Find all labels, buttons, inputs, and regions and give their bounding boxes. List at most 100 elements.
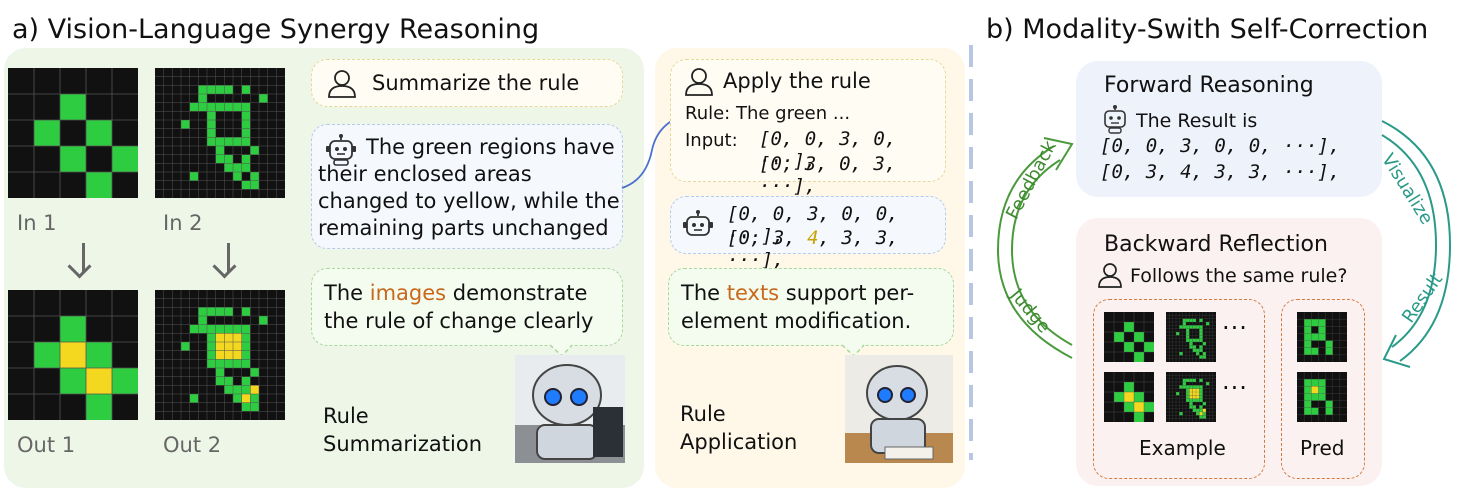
grid-cell [1311,407,1319,415]
output-line-2: [0, 3, 4, 3, 3, ···], [727,227,899,271]
rule-summarization-line-1: Rule [323,404,369,428]
grid-cell [1199,332,1203,336]
summarize-prompt-text: Summarize the rule [372,71,580,95]
grid-cell [224,385,233,394]
grid-cell [241,137,251,146]
grid-cell [1192,325,1196,329]
grid-cell [224,376,233,386]
grid-cell [1189,342,1193,346]
grid-cell [1199,388,1203,392]
grid-cell [215,350,225,360]
images-note-line-2: the rule of change clearly [324,309,594,333]
grid-cell [1186,385,1190,389]
grid-cell [233,324,242,334]
grid-cell [215,307,225,316]
grid-cell [1189,378,1193,382]
grid-cell [1311,333,1319,341]
robot-output-bubble: [0, 0, 3, 0, 0, ···], [0, 3, 4, 3, 3, ··… [670,196,946,271]
grid-cell [250,172,259,181]
grid-cell [1311,347,1319,355]
grid-cell [224,342,233,351]
grid-cell [198,316,207,325]
grid-cell [207,333,216,342]
robot-icon [1104,105,1126,134]
forward-reasoning-panel: Forward Reasoning The Result is [0, 0, 3… [1076,61,1382,197]
grid-cell [250,402,259,412]
grid-cell [1186,332,1190,336]
rule-application-line-2: Application [680,430,798,454]
robot-icon [683,210,713,236]
grid-cell [1325,407,1333,415]
grid-cell [241,385,251,394]
grid-cell [1186,392,1190,396]
section-b-title: b) Modality-Swith Self-Correction [986,14,1429,45]
grid-cell [241,85,251,94]
grid-cell [1192,388,1196,392]
grid-cell [1189,395,1193,399]
grid-cell [250,385,259,394]
down-arrow-icon [227,243,230,273]
grid-cell [1199,398,1203,402]
person-icon [685,68,713,96]
texts-note-line-2: element modification. [681,309,912,333]
same-rule-question: Follows the same rule? [1130,265,1348,287]
grid-cell [1189,402,1193,406]
grid-cell [224,359,233,368]
example-ellipsis-bottom: ··· [1222,374,1248,402]
section-separator [969,45,973,460]
grid-cell [1199,325,1203,329]
texts-note-bubble: The texts support per- element modificat… [668,268,954,346]
grid-cell [1202,355,1206,359]
grid-cell [1196,352,1200,356]
grid-cell [1189,405,1193,409]
grid-cell [1182,322,1186,326]
grid-cell [60,94,86,120]
grid-cell [1134,412,1144,422]
grid-cell [181,120,190,129]
grid-cell [86,120,112,146]
grid-cell [1318,319,1326,327]
grid-cell [215,146,225,155]
visualize-arrow-icon [1381,120,1452,368]
grid-cell [1192,385,1196,389]
grid-cell [241,102,251,112]
grid-cell [1134,402,1144,412]
grid-cell [1144,402,1154,412]
grid-cell [1325,347,1333,355]
grid-cell [1199,355,1203,359]
grid-cell [198,85,207,94]
grid-cell [34,342,60,368]
images-note-bubble: The images demonstrate the rule of chang… [311,268,623,346]
grid-cell [224,102,233,112]
grid-cell [241,342,251,351]
apply-rule-text: Apply the rule [723,69,871,93]
grid-cell [189,324,199,334]
grid-cell [198,307,207,316]
grid-cell [1186,318,1190,322]
grid-cell [215,137,225,146]
grid-cell [1206,322,1210,326]
forward-reasoning-title: Forward Reasoning [1104,73,1314,98]
grid-cell [1186,335,1190,339]
robot-answer-bubble: The green regions have their enclosed ar… [311,124,623,249]
in-2-label: In 2 [163,211,203,235]
grid-cell [1199,378,1203,382]
feedback-arrow-icon [996,137,1074,359]
grid-cell [250,180,259,190]
grid-cell [1182,325,1186,329]
grid-cell [1199,335,1203,339]
robot-answer-line-1: The green regions have [366,135,615,159]
grid-cell [1199,348,1203,352]
grid-cell [1134,352,1144,362]
rule-line: Rule: The green ... [685,103,851,124]
grid-cell [1192,345,1196,349]
grid-cell [1192,398,1196,402]
grid-cell [86,342,112,368]
grid-cell [259,94,268,103]
backward-reflection-panel: Backward Reflection Follows the same rul… [1076,218,1382,486]
grid-cell [1124,392,1134,402]
grid-cell [86,394,112,420]
person-icon [328,70,356,98]
grid-cell [1199,318,1203,322]
grid-cell [207,120,216,129]
